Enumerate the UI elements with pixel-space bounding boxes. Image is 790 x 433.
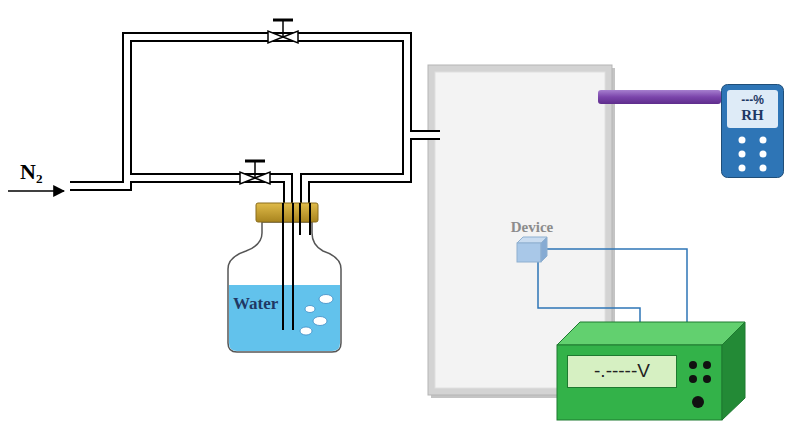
valve-stem	[282, 20, 284, 37]
control-knob	[703, 361, 711, 369]
voltmeter: -.-----V	[557, 322, 745, 420]
valve-symbol	[268, 20, 298, 43]
label-holder: N₂	[20, 160, 42, 184]
gas-bubble	[300, 327, 312, 335]
meter-button	[739, 165, 746, 172]
gas-bubble	[313, 317, 327, 326]
inlet-arrow	[8, 190, 64, 192]
signal-wire	[547, 249, 687, 322]
cube-side	[541, 237, 547, 262]
meter-unit: RH	[741, 107, 764, 124]
water-bottle: Water	[222, 203, 347, 353]
voltmeter-reading: -.-----V	[594, 361, 650, 382]
bottle-cap	[256, 203, 318, 222]
device-cube	[517, 237, 547, 262]
meter-screen: ---%RH	[727, 90, 778, 128]
valve-body	[240, 172, 255, 184]
gas-label: N₂	[20, 160, 42, 184]
meter-body	[722, 85, 784, 178]
pipe-outlet-bore	[407, 132, 440, 138]
water-fill	[229, 285, 340, 351]
bottle-drawing	[222, 203, 347, 353]
water-label: Water	[231, 295, 280, 314]
humidity-probe	[598, 90, 721, 104]
valve-stem	[254, 161, 256, 178]
cube-front	[517, 243, 541, 262]
valve-body	[268, 31, 283, 43]
pipe-outlet	[407, 130, 440, 140]
meter-button	[739, 137, 746, 144]
pipe-loop	[70, 37, 407, 205]
gas-bubble	[319, 295, 333, 304]
gas-bubble	[305, 306, 315, 313]
case-side	[722, 322, 745, 420]
control-knob	[689, 361, 697, 369]
tube-wall	[299, 203, 301, 235]
sensor-device: Device	[517, 237, 547, 262]
tube-wall	[292, 203, 294, 330]
control-knob	[703, 375, 711, 383]
case-front	[557, 345, 722, 420]
valve-body	[255, 172, 270, 184]
bottle-body	[228, 222, 341, 352]
meter-button	[739, 151, 746, 158]
tube-wall	[309, 203, 311, 235]
pipe-walls	[70, 37, 440, 205]
voltmeter-display: -.-----V	[567, 355, 677, 388]
device-label: Device	[511, 219, 553, 236]
meter-button	[760, 165, 767, 172]
pipe-loop-bore	[70, 37, 407, 205]
tube-wall	[282, 203, 284, 330]
meter-reading: ---%	[741, 94, 764, 107]
valve-handle	[245, 160, 265, 163]
signal-wire	[538, 262, 640, 322]
valve-body	[283, 31, 298, 43]
humidity-meter: ---%RH	[721, 84, 784, 178]
control-knob	[689, 375, 697, 383]
probe-rod	[598, 90, 721, 104]
meter-button	[760, 137, 767, 144]
valve-symbol	[240, 161, 270, 184]
case-top	[557, 322, 745, 345]
control-knob	[692, 396, 704, 408]
valve-handle	[273, 19, 293, 22]
pipe-bores	[70, 37, 440, 205]
meter-button	[760, 151, 767, 158]
